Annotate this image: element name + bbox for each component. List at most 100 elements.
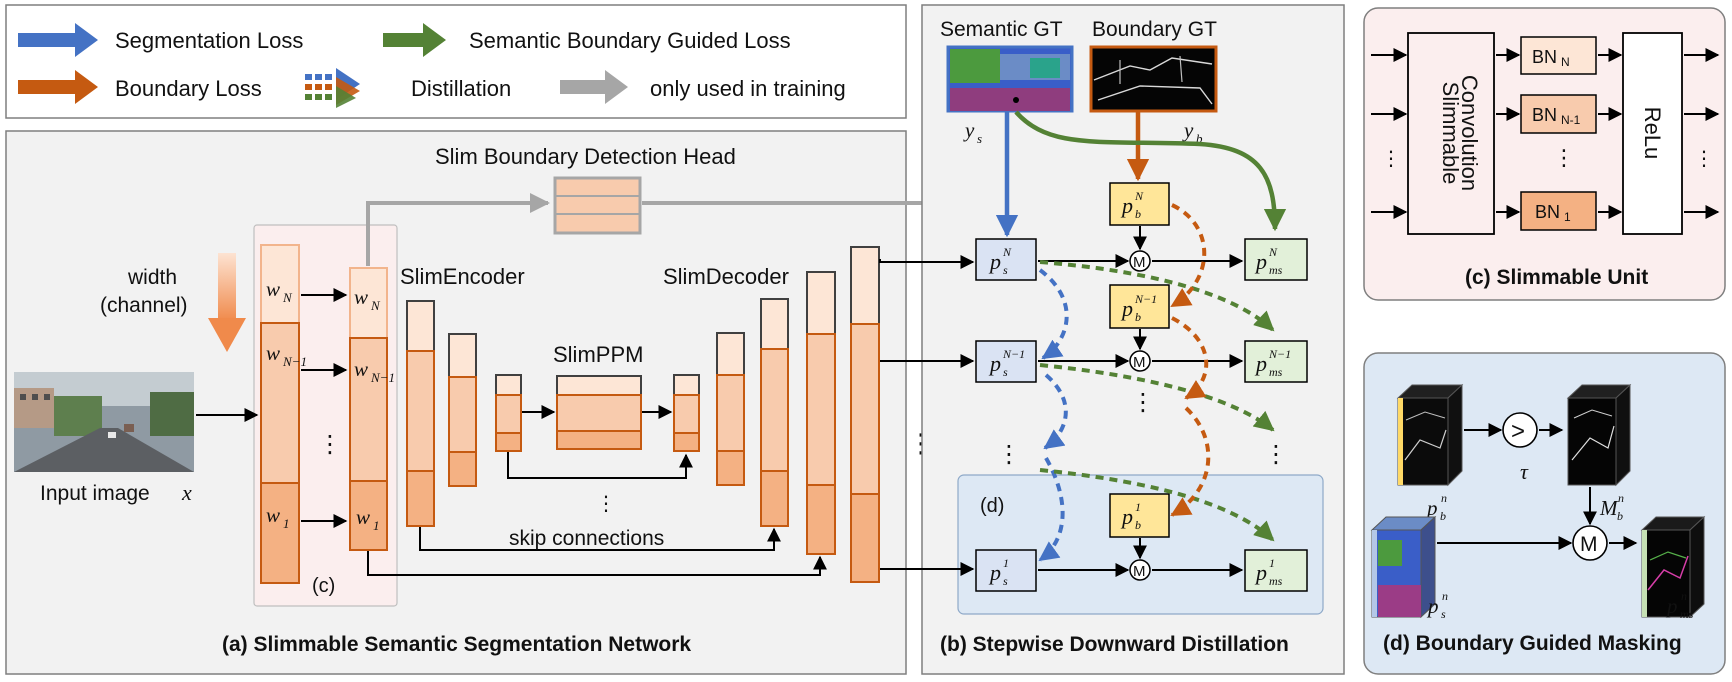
distillation-arrow-icon: [305, 68, 360, 108]
weights-ellipsis: ⋮: [318, 431, 342, 458]
unit-caption: (c) Slimmable Unit: [1465, 266, 1648, 289]
weight-arrows: [196, 288, 348, 528]
masking-region-ref: (d): [980, 495, 1004, 517]
svg-text:BN: BN: [1532, 47, 1557, 67]
svg-text:ms: ms: [1680, 607, 1694, 621]
y-s-label: y: [963, 118, 975, 142]
svg-text:p: p: [1120, 504, 1133, 529]
pms-boxes: [1244, 238, 1308, 592]
y-s-sub: s: [977, 131, 982, 146]
svg-text:p: p: [1665, 594, 1678, 618]
panel-network: Input image x width (channel) (c) w N w …: [5, 130, 1112, 675]
svg-text:N: N: [1134, 189, 1144, 203]
green-arrow-icon: [383, 23, 446, 57]
legend-guided-loss-label: Semantic Boundary Guided Loss: [469, 28, 791, 53]
pb-boxes: [1109, 182, 1170, 538]
boundary-gt-label: Boundary GT: [1092, 18, 1217, 41]
pms-feature-image: [1640, 515, 1706, 619]
mask-n-circle: [1129, 250, 1151, 272]
pb-n1-box: [1109, 284, 1170, 329]
distill-ellipses: ⋮ ⋮ ⋮: [997, 389, 1288, 468]
width-label: width: [127, 266, 177, 289]
legend-training-only: only used in training: [560, 70, 846, 104]
svg-text:p: p: [1425, 496, 1438, 520]
bn-n-box: [1520, 36, 1597, 75]
svg-text:1: 1: [1564, 210, 1571, 224]
ps-1-box: [975, 549, 1037, 592]
pb-feature-image: [1396, 383, 1464, 487]
network-flow-arrows: [367, 405, 827, 576]
pb-n-box: [1109, 182, 1170, 226]
svg-text:N−1: N−1: [1002, 347, 1025, 361]
box-labels: p s N p s N−1 p s 1 p b N p b N−1 p b 1 …: [988, 189, 1291, 588]
svg-text:s: s: [1003, 365, 1008, 379]
svg-text:p: p: [1426, 594, 1439, 618]
decoder-blocks: [673, 246, 880, 583]
boundary-gt-image: [1089, 45, 1218, 113]
encoder-blocks: [406, 300, 522, 527]
svg-text:b: b: [1617, 509, 1623, 523]
semantic-gt-image: [946, 45, 1074, 113]
width-arrow-icon: [208, 253, 246, 352]
ps-boxes: [975, 238, 1037, 592]
skip-connections-label: skip connections: [509, 527, 664, 550]
width-column-left: [260, 244, 300, 584]
threshold-circle: [1502, 412, 1538, 448]
mask-1-circle: [1129, 559, 1151, 581]
svg-text:p: p: [1120, 193, 1133, 218]
w-n1-right-sub: N−1: [370, 370, 395, 385]
input-image-label: Input image: [40, 482, 150, 505]
w-n1-left: w: [266, 341, 280, 365]
svg-text:ms: ms: [1269, 263, 1283, 277]
network-caption: (a) Slimmable Semantic Segmentation Netw…: [222, 633, 691, 656]
svg-text:N: N: [1268, 245, 1278, 259]
svg-text:n: n: [1441, 491, 1447, 505]
width-column-right: [349, 267, 388, 551]
distillation-caption: (b) Stepwise Downward Distillation: [940, 633, 1289, 656]
mask-arrows: [1038, 226, 1244, 577]
w-n-right-sub: N: [370, 298, 381, 313]
tau-label: τ: [1520, 459, 1529, 484]
svg-text:1: 1: [1269, 556, 1275, 570]
svg-text:b: b: [1135, 518, 1141, 532]
ps-n1-box: [975, 340, 1037, 383]
bn-n1-box: [1520, 94, 1597, 134]
legend-boundary-loss-label: Boundary Loss: [115, 76, 262, 101]
svg-text:N-1: N-1: [1561, 113, 1581, 127]
unit-region-ref: (c): [312, 575, 335, 597]
legend-training-only-label: only used in training: [650, 76, 846, 101]
encoder-label: SlimEncoder: [400, 264, 525, 289]
svg-text:BN: BN: [1532, 105, 1557, 125]
svg-text:b: b: [1135, 310, 1141, 324]
w-n-left: w: [266, 277, 280, 301]
bn-1-box: [1520, 191, 1597, 231]
svg-text:N: N: [1561, 55, 1570, 69]
svg-text:n: n: [1442, 589, 1448, 603]
mb-feature-image: [1566, 383, 1632, 487]
input-image: [14, 372, 194, 472]
input-image-var: x: [181, 480, 192, 505]
svg-text:b: b: [1135, 207, 1141, 221]
panel-distillation: (d) Semantic GT Boundary GT y s y b: [879, 4, 1345, 675]
svg-text:⋮: ⋮: [1553, 145, 1575, 170]
w-n-left-sub: N: [282, 290, 293, 305]
conv-label-1: Slimmable: [1438, 82, 1463, 185]
panel-slimmable-unit: Slimmable Convolution BN N BN N-1 ⋮ BN 1…: [1363, 7, 1726, 301]
svg-text:p: p: [988, 560, 1001, 585]
svg-text:1: 1: [1003, 556, 1009, 570]
pb-1-box: [1109, 493, 1170, 538]
svg-text:ms: ms: [1269, 365, 1283, 379]
masking-caption: (d) Boundary Guided Masking: [1383, 632, 1682, 655]
svg-text:⋮: ⋮: [997, 441, 1021, 468]
gray-arrow-icon: [560, 70, 628, 104]
distill-dashed-green: [1039, 260, 1275, 542]
svg-text:M: M: [1133, 254, 1146, 271]
w-1-left-sub: 1: [283, 516, 290, 531]
svg-text:⋮: ⋮: [1264, 441, 1288, 468]
distill-dashed-blue: [1038, 268, 1069, 562]
w-n1-left-sub: N−1: [282, 354, 307, 369]
y-b-sub: b: [1196, 131, 1203, 146]
legend-guided-loss: Semantic Boundary Guided Loss: [383, 23, 791, 57]
legend-seg-loss-label: Segmentation Loss: [115, 28, 303, 53]
legend-seg-loss: Segmentation Loss: [18, 23, 303, 57]
